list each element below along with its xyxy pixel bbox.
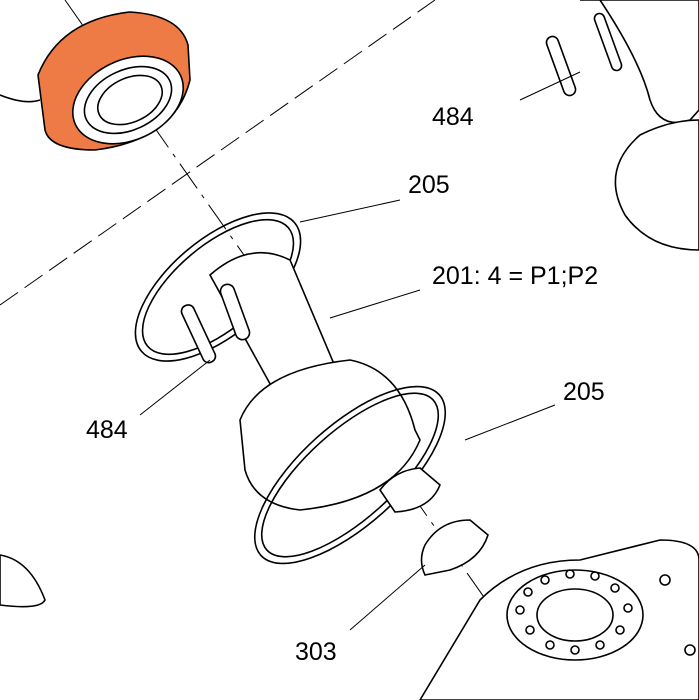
upper-shaft (545, 0, 699, 251)
label-205-top: 205 (408, 171, 450, 199)
label-201: 201: 4 = P1;P2 (432, 262, 599, 290)
part-303 (420, 519, 489, 576)
part-outline-left (0, 554, 46, 608)
leader-lines (139, 71, 581, 631)
highlighted-bearing (37, 11, 191, 151)
label-484-top: 484 (432, 103, 474, 131)
part-outline (0, 94, 41, 103)
cylinder-201 (180, 252, 447, 565)
label-484-left: 484 (86, 416, 128, 444)
label-303: 303 (295, 638, 337, 666)
key-484-top (545, 35, 577, 97)
housing (419, 539, 699, 700)
label-205-right: 205 (563, 378, 605, 406)
key-484-left (180, 304, 217, 364)
